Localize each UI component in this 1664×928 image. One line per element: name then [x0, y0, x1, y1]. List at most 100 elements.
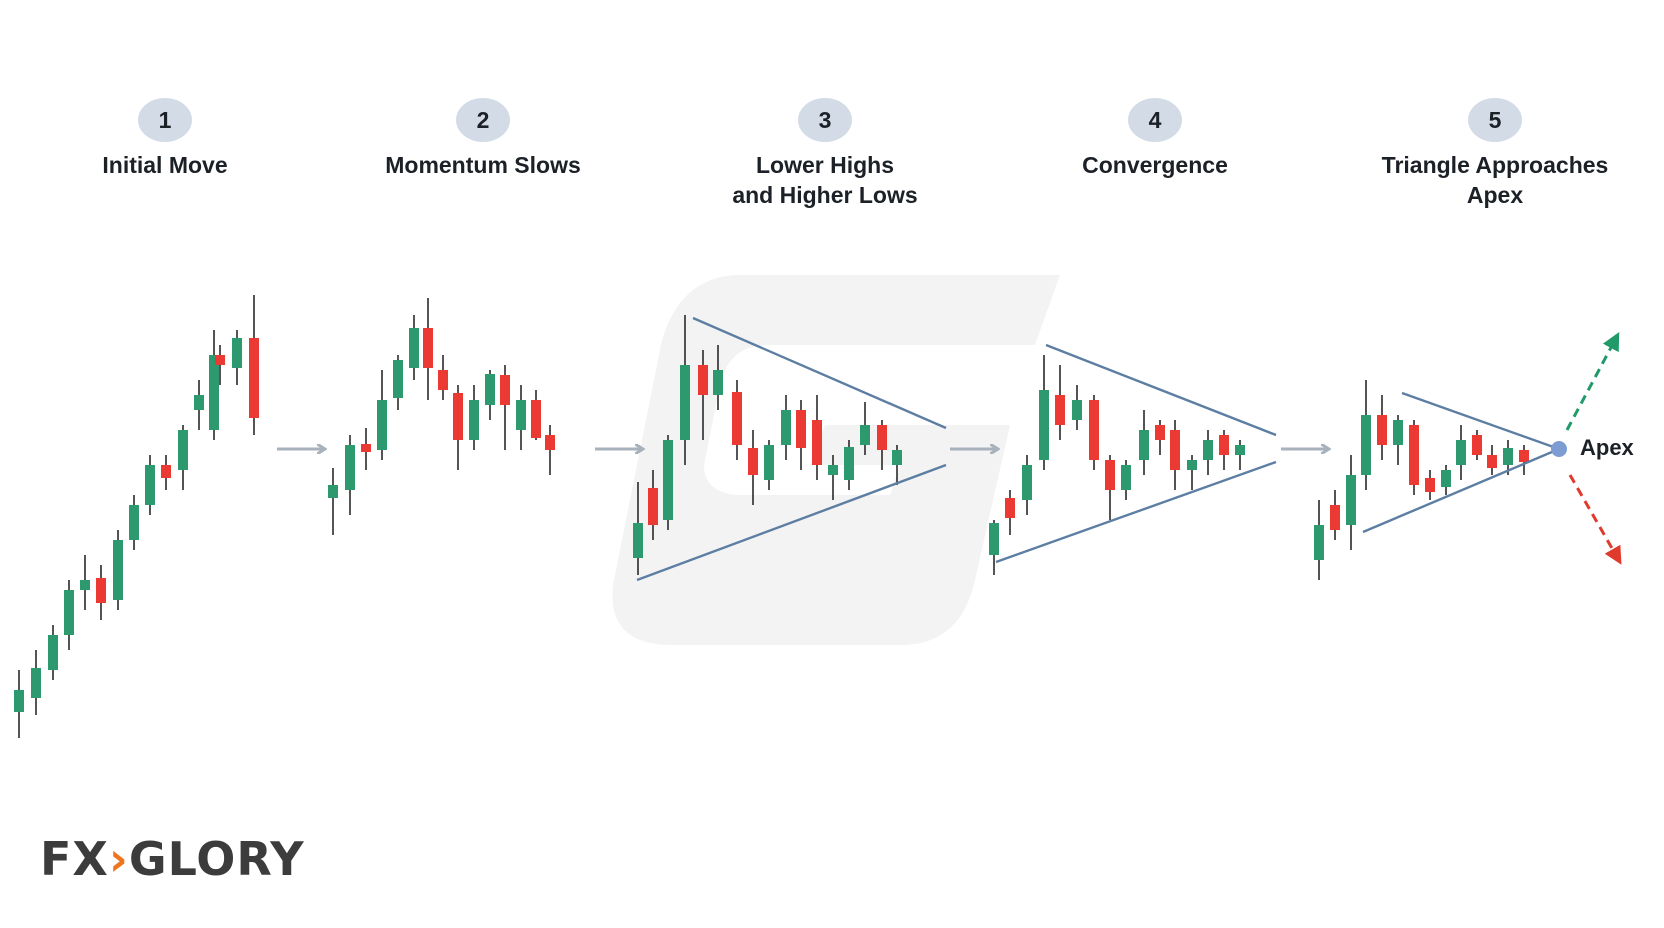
- bullish-candle: [113, 530, 123, 610]
- trendline: [1401, 391, 1560, 451]
- trendline: [1362, 447, 1560, 534]
- bearish-candle: [161, 455, 171, 490]
- bearish-candle: [215, 345, 225, 385]
- trendline: [692, 316, 947, 430]
- bullish-candle: [1022, 455, 1032, 515]
- bullish-candle: [64, 580, 74, 650]
- bearish-candle: [1377, 395, 1387, 460]
- bullish-candle: [892, 445, 902, 485]
- step-number-badge: 2: [456, 98, 510, 142]
- bullish-candle: [1314, 500, 1324, 580]
- bullish-candle: [345, 435, 355, 515]
- bullish-candle: [680, 315, 690, 465]
- step-2: 2 Momentum Slows: [333, 98, 633, 180]
- bullish-candle: [1072, 385, 1082, 430]
- bearish-candle: [1219, 430, 1229, 470]
- bearish-candle: [1409, 420, 1419, 495]
- bearish-candle: [1155, 420, 1165, 455]
- step-number-badge: 1: [138, 98, 192, 142]
- bullish-candle: [828, 455, 838, 500]
- bearish-candle: [877, 420, 887, 470]
- step-5: 5 Triangle Approaches Apex: [1345, 98, 1645, 210]
- bullish-candle: [377, 370, 387, 460]
- bullish-candle: [1139, 410, 1149, 475]
- brand-logo: FX›GLORY: [40, 832, 305, 886]
- bearish-candle: [1519, 445, 1529, 475]
- bullish-candle: [328, 468, 338, 535]
- bullish-candle: [1393, 415, 1403, 465]
- bearish-candle: [732, 380, 742, 460]
- bullish-candle: [1203, 430, 1213, 475]
- bullish-candle: [209, 330, 219, 440]
- step-title: Momentum Slows: [385, 152, 581, 178]
- bearish-candle: [545, 425, 555, 475]
- bearish-candle: [812, 395, 822, 480]
- bearish-candle: [249, 295, 259, 435]
- step-number-badge: 5: [1468, 98, 1522, 142]
- bullish-candle: [409, 315, 419, 380]
- candle-group-4: [989, 355, 1245, 575]
- bullish-candle: [31, 650, 41, 715]
- bullish-candle: [1361, 380, 1371, 490]
- apex-label: Apex: [1580, 435, 1635, 460]
- bearish-candle: [1487, 445, 1497, 475]
- bearish-candle: [1089, 395, 1099, 470]
- bearish-candle: [748, 430, 758, 505]
- bearish-candle: [96, 565, 106, 620]
- trendline: [1045, 343, 1277, 437]
- bullish-candle: [145, 455, 155, 515]
- step-number-badge: 4: [1128, 98, 1182, 142]
- bullish-candle: [485, 370, 495, 420]
- bullish-candle: [989, 520, 999, 575]
- bearish-candle: [1472, 430, 1482, 460]
- bullish-candle: [80, 555, 90, 610]
- bullish-candle: [860, 402, 870, 455]
- step-title: Triangle Approaches Apex: [1381, 152, 1609, 208]
- trendline: [995, 460, 1277, 564]
- step-1: 1 Initial Move: [15, 98, 315, 180]
- bearish-candle: [796, 400, 806, 470]
- watermark-logo: [612, 275, 1060, 645]
- bullish-candle: [1235, 440, 1245, 470]
- step-4: 4 Convergence: [1005, 98, 1305, 180]
- bearish-candle: [1170, 420, 1180, 490]
- triangle-trendlines: [636, 316, 1560, 582]
- bullish-candle: [1039, 355, 1049, 470]
- candlestick-groups: [14, 295, 1529, 738]
- candle-group-3: [633, 315, 902, 575]
- bullish-candle: [1346, 455, 1356, 550]
- step-number-badge: 3: [798, 98, 852, 142]
- bearish-candle: [1055, 365, 1065, 440]
- bearish-candle: [698, 350, 708, 440]
- bearish-candle: [500, 365, 510, 450]
- bullish-candle: [764, 440, 774, 490]
- breakout-up-arrow-icon: [1565, 332, 1620, 431]
- trendline: [636, 463, 947, 582]
- bullish-candle: [1503, 440, 1513, 475]
- bullish-candle: [469, 385, 479, 450]
- bullish-candle: [633, 482, 643, 575]
- bearish-candle: [1005, 490, 1015, 535]
- bullish-candle: [232, 330, 242, 385]
- bullish-candle: [48, 625, 58, 680]
- apex-dot-icon: [1551, 441, 1567, 457]
- bearish-candle: [423, 298, 433, 400]
- bullish-candle: [713, 345, 723, 410]
- bullish-candle: [1187, 455, 1197, 490]
- bullish-candle: [1441, 465, 1451, 495]
- step-title: Initial Move: [102, 152, 228, 178]
- candle-group-1: [14, 295, 259, 738]
- step-title: Lower Highs and Higher Lows: [732, 152, 918, 208]
- candle-group-2: [328, 298, 555, 535]
- bullish-candle: [393, 355, 403, 410]
- bullish-candle: [194, 380, 204, 430]
- bullish-candle: [516, 385, 526, 450]
- bullish-candle: [781, 395, 791, 460]
- breakout-down-arrow-icon: [1568, 474, 1622, 565]
- bearish-candle: [648, 470, 658, 540]
- bullish-candle: [1121, 460, 1131, 500]
- candle-group-5: [1314, 380, 1529, 580]
- bullish-candle: [178, 425, 188, 490]
- bearish-candle: [361, 428, 371, 470]
